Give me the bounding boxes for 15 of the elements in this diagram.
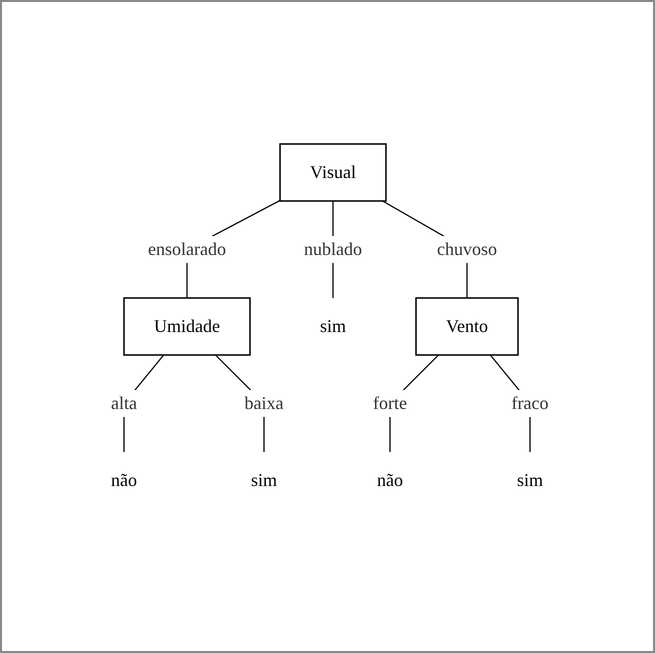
edge-label: fraco [512, 392, 549, 413]
node-text: não [111, 470, 138, 490]
edge-label: chuvoso [437, 238, 498, 259]
edge-label: nublado [304, 238, 362, 259]
edge-label: ensolarado [148, 238, 226, 259]
node-text: não [377, 470, 404, 490]
edge-label: baixa [244, 392, 284, 413]
edge-label: forte [374, 392, 408, 413]
node-text: sim [320, 316, 346, 336]
node-box: Umidade [124, 297, 252, 356]
node-text: sim [251, 470, 278, 490]
node-text: sim [517, 470, 544, 490]
node-box: Vento [416, 297, 520, 356]
edge-label: alta [111, 392, 138, 413]
node-box: Visual [280, 143, 388, 202]
